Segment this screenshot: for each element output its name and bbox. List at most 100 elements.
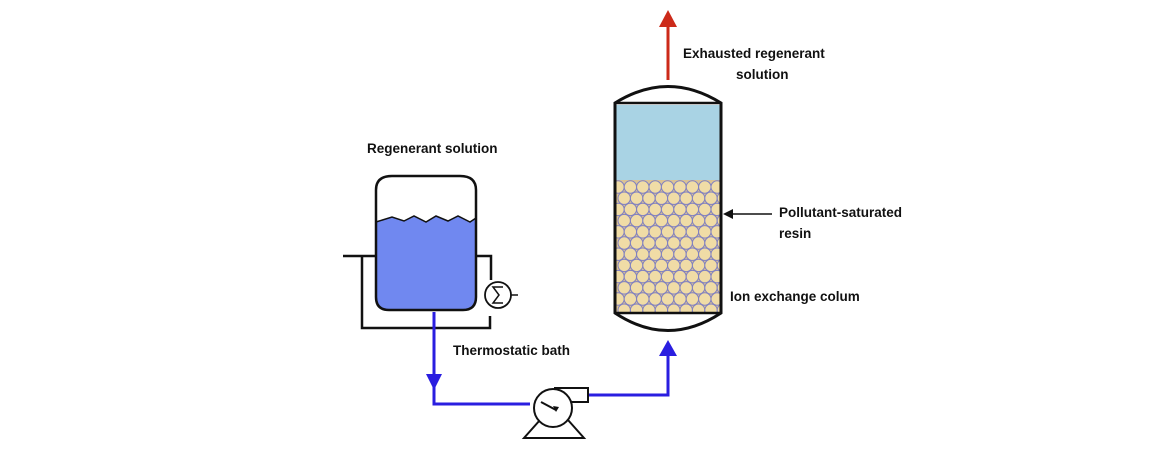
resin-bead [648,292,662,306]
resin-bead [636,247,650,261]
resin-bead [691,258,706,273]
tank-to-pump-pipe [432,312,530,406]
resin-bead [710,180,721,194]
resin-bead [716,191,721,205]
resin-bead [636,225,650,239]
resin-bead [710,202,721,217]
liquid-surface [375,215,477,223]
resin-bead [648,225,662,239]
resin-bead [667,191,681,205]
bath-left-wall [343,254,492,330]
resin-bead [698,247,712,261]
label-ion-exchange-column: Ion exchange colum [730,289,860,304]
resin-bead [629,281,644,295]
resin-bead [642,303,656,313]
resin-bead [691,303,706,313]
regenerant-tank [374,174,478,312]
resin-bead [679,281,693,295]
tank-vessel [374,174,478,312]
resin-bead [648,247,662,261]
resin-bead [654,303,669,313]
resin-bead [685,292,700,306]
resin-bead [636,292,650,306]
resin-bead [654,191,669,205]
resin-bead [617,258,631,273]
resin-bead [654,281,669,295]
resin-bead [660,292,675,306]
resin-bead [698,202,712,217]
label-exhausted-regenerant: Exhausted regenerant [683,46,825,61]
resin-bead [660,202,675,217]
label-resin: resin [779,226,811,241]
resin-bead [685,269,700,284]
resin-bead [636,180,650,194]
pump-to-column-pipe [570,353,670,397]
resin-bead [623,247,638,261]
resin-bead [667,213,681,228]
resin-bead [704,258,718,273]
resin-bead [654,258,669,273]
label-exhausted-regenerant-2: solution [736,67,789,82]
resin-bead [716,281,721,295]
ion-exchange-column [613,85,723,332]
resin-bead [623,292,638,306]
resin-bead [673,225,687,239]
resin-bead [642,236,656,250]
resin-bead [617,281,631,295]
resin-bead [673,292,687,306]
resin-bead [698,225,712,239]
resin-bead [629,236,644,250]
resin-bead [623,180,638,194]
resin-bead [642,281,656,295]
resin-bead [660,225,675,239]
heat-exchanger-icon [484,281,518,309]
resin-bead [667,258,681,273]
resin-bead [685,180,700,194]
resin-bead [648,202,662,217]
resin-bead [629,258,644,273]
resin-bead [698,269,712,284]
label-pollutant-saturated: Pollutant-saturated [779,205,902,220]
resin-bead [679,191,693,205]
resin-bead [623,269,638,284]
resin-bead [710,292,721,306]
resin-bead [691,236,706,250]
outlet-arrow [659,10,677,80]
resin-bead [679,303,693,313]
resin-bead [691,281,706,295]
resin-bead [642,191,656,205]
resin-bead [629,191,644,205]
resin-bead [617,213,631,228]
resin-bead [617,236,631,250]
resin-pointer-arrow [723,209,772,219]
resin-bead [667,281,681,295]
resin-bead [673,180,687,194]
resin-bead [629,303,644,313]
centrifugal-pump-icon [521,387,589,439]
flow-down-arrow [426,374,442,390]
column-liquid [615,105,721,182]
resin-bead [710,247,721,261]
resin-bead [667,303,681,313]
resin-bead [679,258,693,273]
resin-bead [673,247,687,261]
resin-bead [673,269,687,284]
resin-bead [710,225,721,239]
resin-bead [704,191,718,205]
resin-bead [716,236,721,250]
resin-bead [648,180,662,194]
resin-bead [679,213,693,228]
resin-bead [623,225,638,239]
label-thermostatic-bath: Thermostatic bath [453,343,570,358]
resin-bead [660,269,675,284]
resin-bead [704,281,718,295]
resin-bead [660,247,675,261]
resin-bead [685,202,700,217]
label-regenerant-solution: Regenerant solution [367,141,498,156]
resin-bead [636,202,650,217]
resin-bead [654,236,669,250]
flow-up-arrow [659,340,677,356]
resin-bead [667,236,681,250]
resin-bead [704,303,718,313]
